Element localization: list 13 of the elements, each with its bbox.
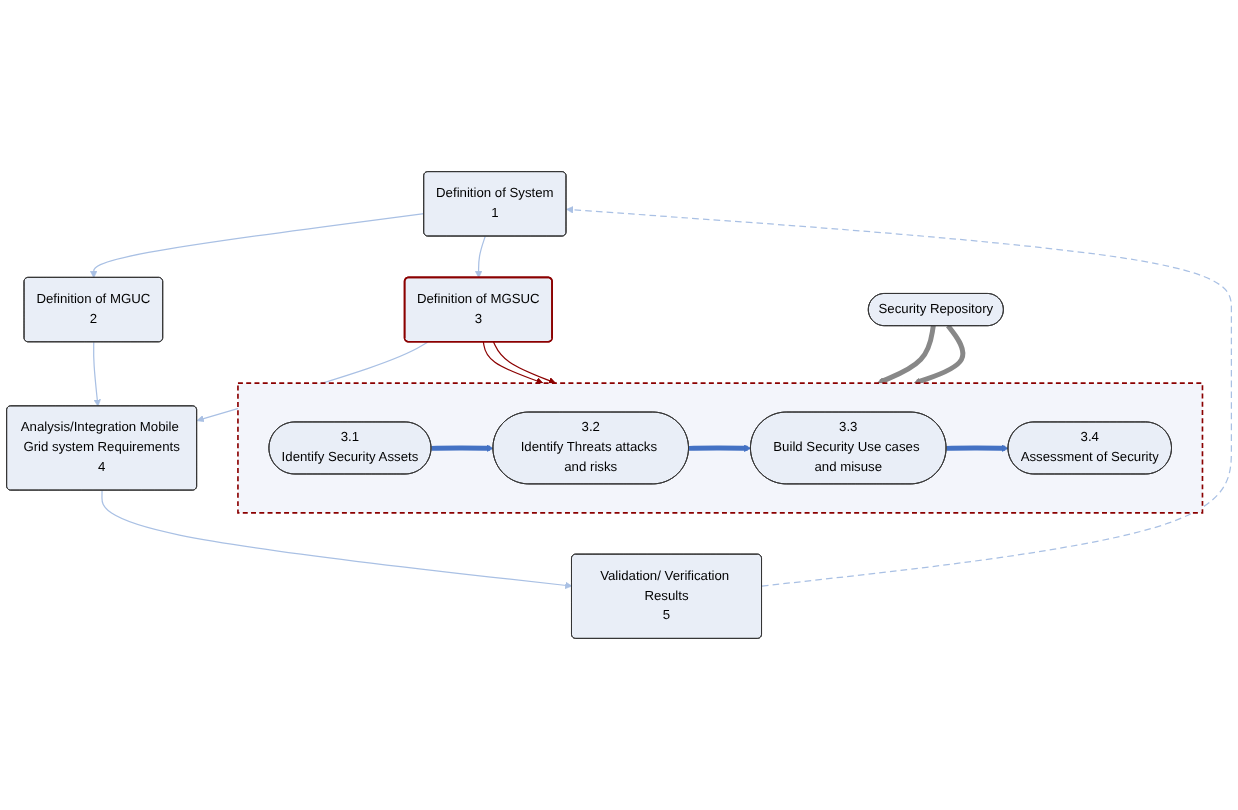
arrow	[566, 206, 1232, 587]
arrow	[946, 444, 1009, 452]
arrow	[431, 444, 494, 452]
cluster	[237, 382, 1204, 514]
arrow	[101, 489, 573, 589]
arrow	[93, 341, 101, 407]
arrow	[913, 324, 966, 385]
arrow	[492, 341, 556, 385]
arrow	[474, 235, 486, 279]
arrow	[482, 341, 544, 385]
arrow	[688, 444, 752, 452]
arrow	[90, 213, 425, 279]
arrow	[877, 325, 936, 385]
